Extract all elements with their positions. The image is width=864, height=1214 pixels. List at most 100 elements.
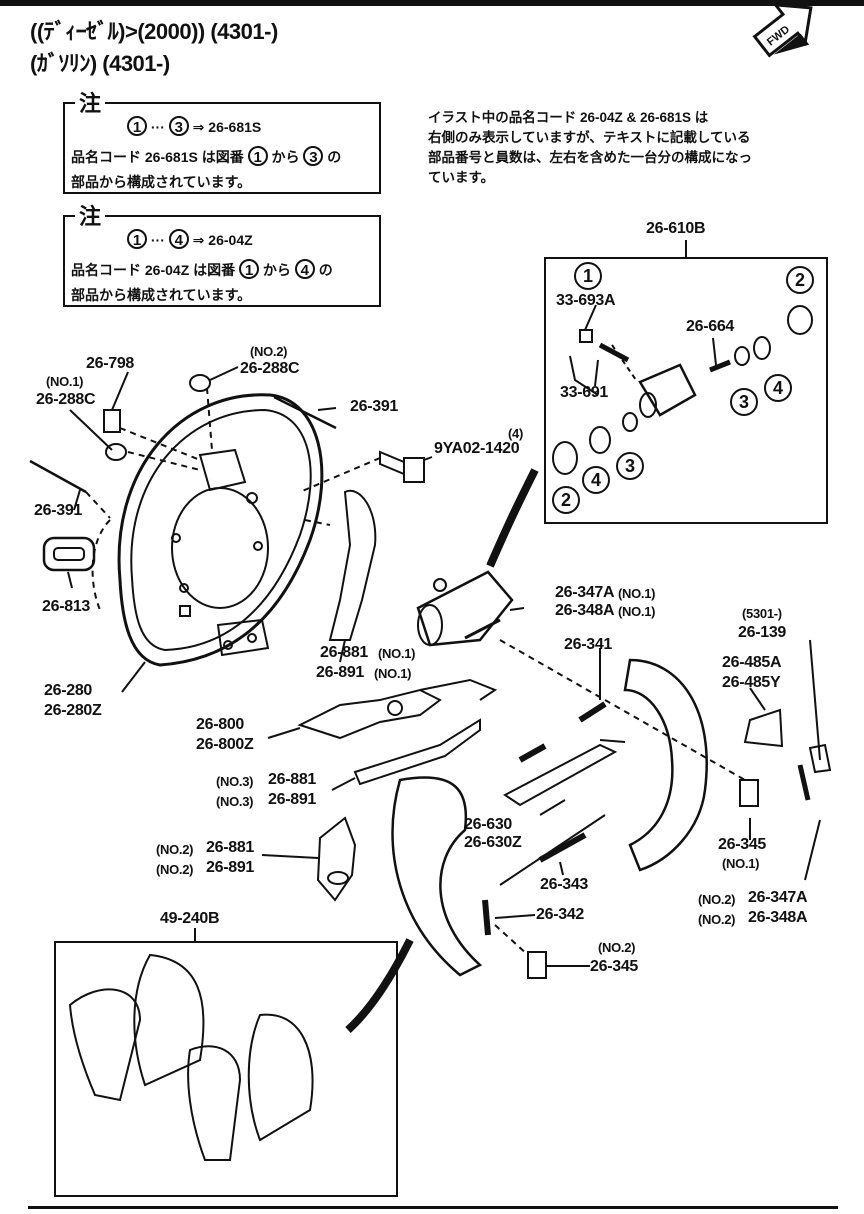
- callout-circle: 3: [616, 452, 644, 480]
- note-formula: 1 ··· 4 ⇒ 26-04Z: [127, 229, 253, 249]
- part-label: 33-691: [560, 384, 609, 401]
- part-qualifier: (NO.2): [250, 344, 288, 359]
- part-qualifier: (NO.2): [598, 940, 636, 955]
- part-label: 26-280: [44, 682, 93, 699]
- rear-brake-shoe-shape: [623, 658, 708, 872]
- part-label: 26-288C: [36, 391, 96, 408]
- note-text: 品名コード 26-681S は図番: [71, 149, 244, 165]
- part-label: 26-881: [268, 771, 317, 788]
- description-line: ています。: [428, 170, 495, 185]
- part-qualifier: (5301-): [742, 606, 782, 621]
- callout-circle: 4: [764, 374, 792, 402]
- part-label: 26-800: [196, 716, 245, 733]
- part-label: 9YA02-1420: [434, 440, 520, 457]
- part-qualifier: (NO.1): [46, 374, 84, 389]
- part-label: 26-348A: [555, 602, 615, 619]
- note-title: 注: [75, 86, 106, 118]
- callout-circle: 4: [168, 229, 189, 249]
- part-label: 26-630: [464, 816, 513, 833]
- callout-circle: 4: [294, 259, 315, 279]
- part-qualifier: (NO.1): [618, 586, 656, 601]
- part-qualifier: (NO.1): [378, 646, 416, 661]
- top-border: [0, 0, 864, 6]
- description-line: イラスト中の品名コード 26-04Z & 26-681S は: [428, 110, 709, 125]
- part-label: 26-664: [686, 318, 735, 335]
- part-qualifier: (NO.2): [156, 862, 194, 877]
- note-formula: 1 ··· 3 ⇒ 26-681S: [127, 116, 261, 136]
- part-label: 26-391: [350, 398, 399, 415]
- part-label: 26-881: [320, 644, 369, 661]
- part-label: 26-391: [34, 502, 83, 519]
- part-label: 33-693A: [556, 292, 616, 309]
- front-brake-shoe-shape: [391, 776, 483, 977]
- note-box-681s: 注 1 ··· 3 ⇒ 26-681S 品名コード 26-681S は図番 1 …: [63, 86, 381, 194]
- part-label: 26-341: [564, 636, 613, 653]
- note-text: の: [318, 262, 333, 278]
- part-label: 26-280Z: [44, 702, 102, 719]
- note-text: 品名コード 26-04Z は図番: [71, 262, 236, 278]
- note-text-line1: 品名コード 26-04Z は図番 1 から 4 の: [71, 259, 333, 280]
- bottom-border: [28, 1206, 838, 1209]
- part-label: 26-891: [268, 791, 317, 808]
- description-line: 右側のみ表示していますが、テキストに記載している: [428, 130, 751, 145]
- callout-circle: 3: [730, 388, 758, 416]
- callout-circle: 1: [239, 259, 260, 279]
- part-label: 26-139: [738, 624, 787, 641]
- part-label: 26-813: [42, 598, 91, 615]
- note-text: から: [271, 149, 300, 165]
- part-label: 26-891: [206, 859, 255, 876]
- backing-plate-shape: [91, 393, 324, 667]
- note-text-line2: 部品から構成されています。: [71, 174, 252, 190]
- part-label: 26-485A: [722, 654, 782, 671]
- part-qualifier: (NO.3): [216, 774, 254, 789]
- note-text-line1: 品名コード 26-681S は図番 1 から 3 の: [71, 146, 341, 167]
- description-line: 部品番号と員数は、左右を含めた一台分の構成になっ: [428, 150, 752, 165]
- note-box-04z: 注 1 ··· 4 ⇒ 26-04Z 品名コード 26-04Z は図番 1 から…: [63, 199, 381, 307]
- part-label: 26-610B: [646, 220, 706, 237]
- illustration-description: イラスト中の品名コード 26-04Z & 26-681S は 右側のみ表示してい…: [428, 108, 828, 188]
- wheel-cylinder-shape: [416, 570, 514, 647]
- part-label: 26-288C: [240, 360, 300, 377]
- callout-circle: 1: [574, 262, 602, 290]
- header-model-line1: ((ﾃﾞｨｰｾﾞﾙ)>(2000)) (4301-): [30, 19, 278, 44]
- formula-dots: ···: [150, 232, 165, 248]
- callout-circle: 3: [168, 116, 189, 136]
- part-label: 26-630Z: [464, 834, 522, 851]
- part-qualifier: (NO.1): [374, 666, 412, 681]
- note-title: 注: [75, 199, 106, 231]
- part-label: 26-485Y: [722, 674, 781, 691]
- callout-circle: 1: [127, 116, 147, 136]
- part-label: 26-347A: [748, 889, 808, 906]
- fwd-label: FWD: [764, 23, 793, 49]
- header-model-line2: (ｶﾞｿﾘﾝ) (4301-): [30, 51, 170, 76]
- part-label: 26-881: [206, 839, 255, 856]
- part-qualifier: (NO.2): [698, 892, 736, 907]
- part-label: 26-343: [540, 876, 589, 893]
- part-label: 26-800Z: [196, 736, 254, 753]
- adjusting-hole-plug-shape: [42, 536, 96, 572]
- brake-shoe-kit-box: [54, 941, 398, 1197]
- note-text: の: [327, 149, 342, 165]
- part-label: 26-347A: [555, 584, 615, 601]
- part-label: 26-348A: [748, 909, 808, 926]
- callout-circle: 3: [303, 146, 324, 166]
- part-qualifier: (NO.3): [216, 794, 254, 809]
- part-qualifier: (NO.2): [156, 842, 194, 857]
- callout-circle: 2: [552, 486, 580, 514]
- formula-dots: ···: [150, 119, 165, 135]
- formula-result: ⇒ 26-681S: [192, 119, 262, 135]
- part-label: 26-342: [536, 906, 585, 923]
- part-label: 26-891: [316, 664, 365, 681]
- part-label: 26-345: [590, 958, 639, 975]
- callout-circle: 2: [786, 266, 814, 294]
- part-label: 26-798: [86, 355, 135, 372]
- part-label: 49-240B: [160, 910, 220, 927]
- part-qualifier: (NO.1): [618, 604, 656, 619]
- formula-result: ⇒ 26-04Z: [192, 232, 253, 248]
- part-qualifier: (NO.2): [698, 912, 736, 927]
- part-qualifier: (4): [508, 426, 523, 441]
- note-text-line2: 部品から構成されています。: [71, 287, 252, 303]
- callout-circle: 1: [127, 229, 147, 249]
- part-qualifier: (NO.1): [722, 856, 760, 871]
- callout-circle: 4: [582, 466, 610, 494]
